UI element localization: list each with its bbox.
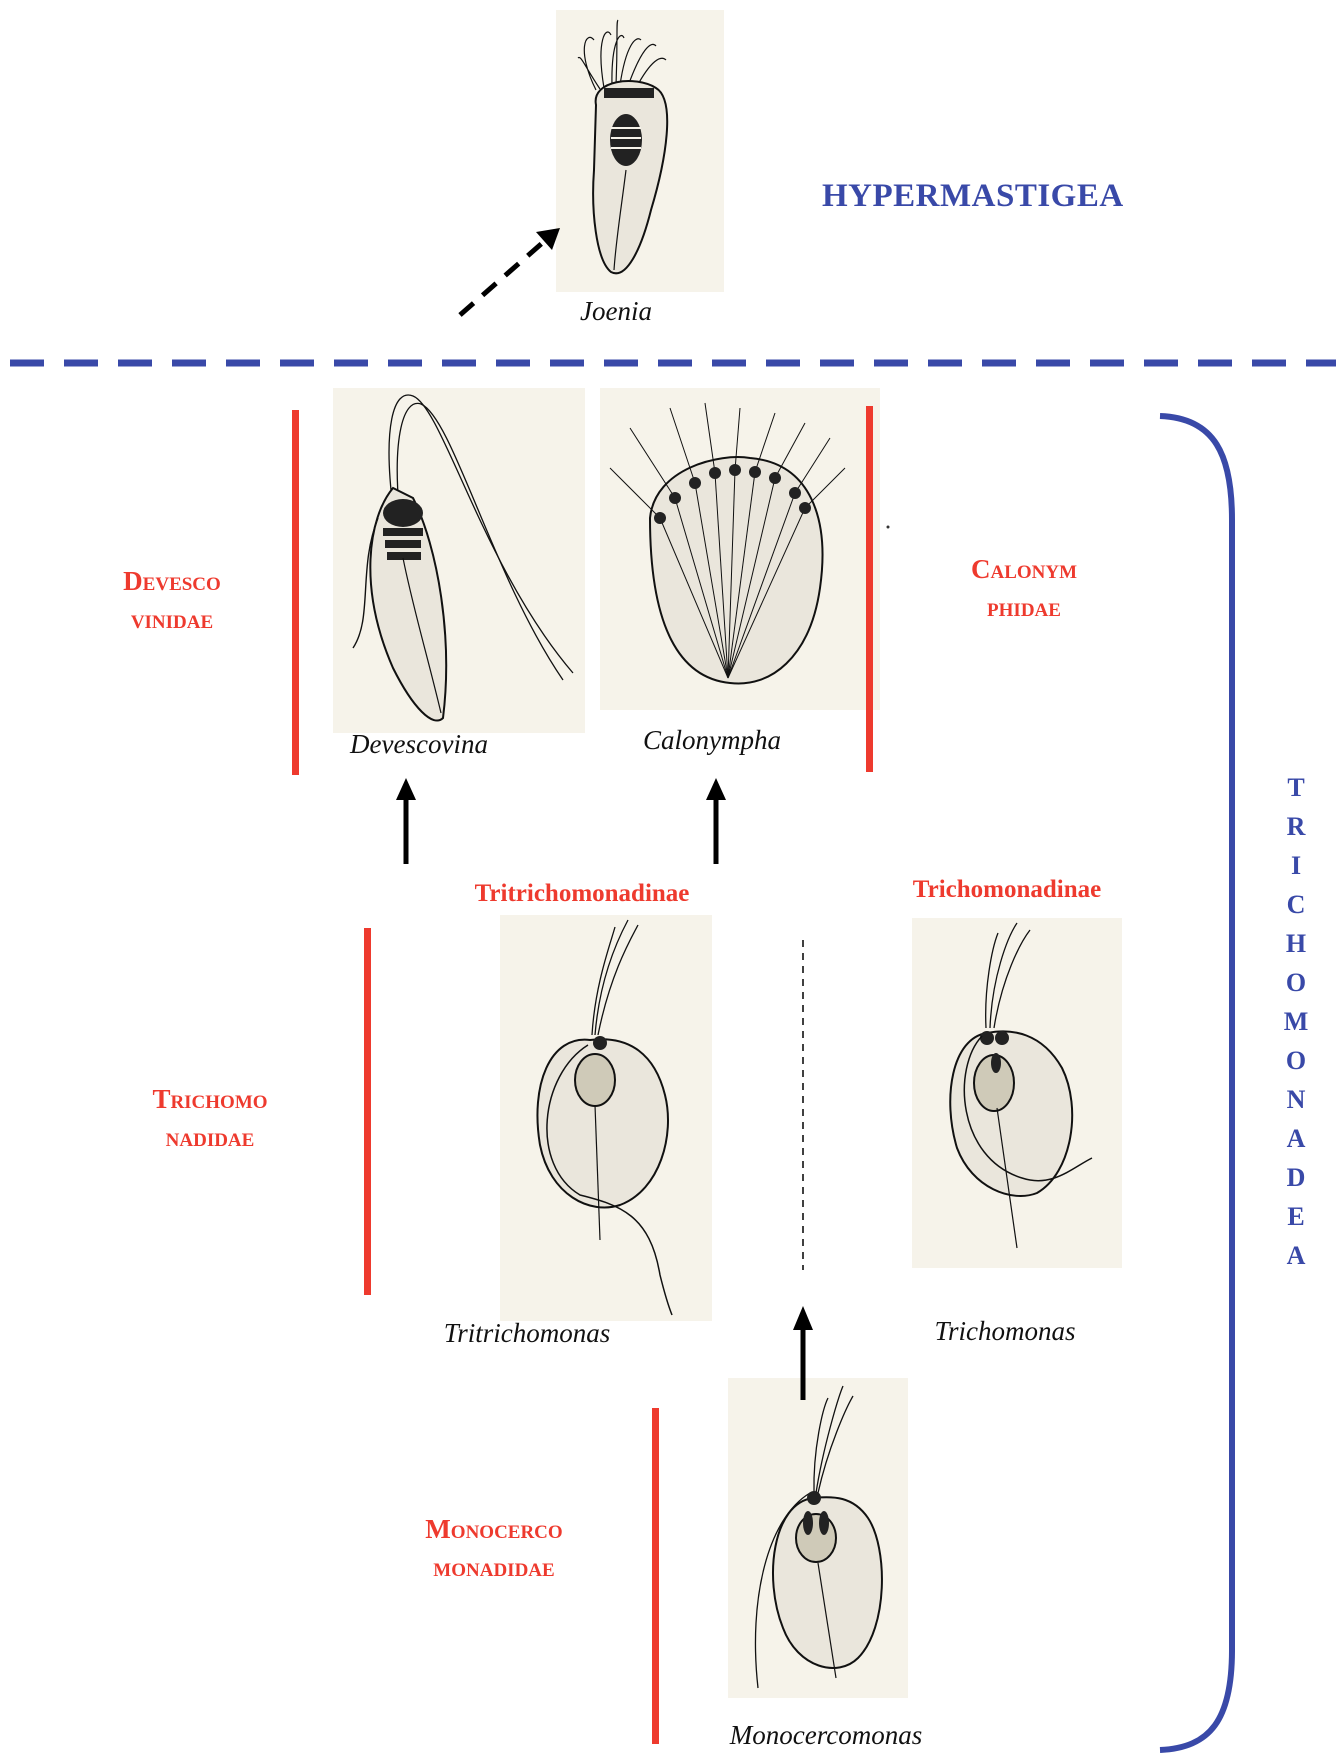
family-line-2: vinidae (123, 600, 221, 638)
genus-label-tritrichomonas: Tritrichomonas (444, 1318, 611, 1349)
family-line-1: Monocerco (425, 1510, 562, 1548)
subfamily-label-trichomonadinae: Trichomonadinae (913, 876, 1101, 904)
trichomonadea-letter: E (1276, 1197, 1316, 1236)
genus-label-monocercomonas: Monocercomonas (730, 1720, 922, 1751)
genus-label-devescovina: Devescovina (350, 729, 488, 760)
trichomonadea-letter: A (1276, 1119, 1316, 1158)
family-label-monocercomonadidae: Monocerco monadidae (425, 1510, 562, 1586)
family-line-2: phidae (971, 588, 1077, 626)
trichomonadea-letter: R (1276, 807, 1316, 846)
devescovinidae-bar (292, 410, 299, 775)
genus-label-trichomonas: Trichomonas (934, 1316, 1075, 1347)
trichomonadea-letter: H (1276, 924, 1316, 963)
subfamily-label-tritrichomonadinae: Tritrichomonadinae (475, 880, 690, 908)
trichomonadidae-bar (364, 928, 371, 1295)
calonymphidae-bar (866, 406, 873, 772)
family-label-calonymphidae: Calonym phidae (971, 550, 1077, 626)
class-label-hypermastigea: HYPERMASTIGEA (822, 178, 1124, 215)
family-line-1: Trichomo (152, 1080, 267, 1118)
family-line-2: monadidae (425, 1548, 562, 1586)
trichomonadea-letter: D (1276, 1158, 1316, 1197)
trichomonadea-letter: M (1276, 1002, 1316, 1041)
trichomonadea-letter: I (1276, 846, 1316, 885)
family-line-1: Calonym (971, 550, 1077, 588)
trichomonadea-letter: C (1276, 885, 1316, 924)
family-line-1: Devesco (123, 562, 221, 600)
trichomonadea-letter: A (1276, 1236, 1316, 1275)
genus-label-calonympha: Calonympha (643, 725, 781, 756)
family-label-devescovinidae: Devesco vinidae (123, 562, 221, 638)
trichomonadea-letter: O (1276, 1041, 1316, 1080)
family-label-trichomonadidae: Trichomo nadidae (152, 1080, 267, 1156)
arrow-to-joenia (460, 238, 548, 315)
class-label-trichomonadea: T R I C H O M O N A D E A (1276, 768, 1316, 1275)
monocercomonadidae-bar (652, 1408, 659, 1744)
trichomonadea-letter: O (1276, 963, 1316, 1002)
trichomonadea-letter: N (1276, 1080, 1316, 1119)
family-line-2: nadidae (152, 1118, 267, 1156)
trichomonadea-bracket (1160, 416, 1232, 1750)
genus-label-joenia: Joenia (580, 296, 652, 327)
trichomonadea-letter: T (1276, 768, 1316, 807)
